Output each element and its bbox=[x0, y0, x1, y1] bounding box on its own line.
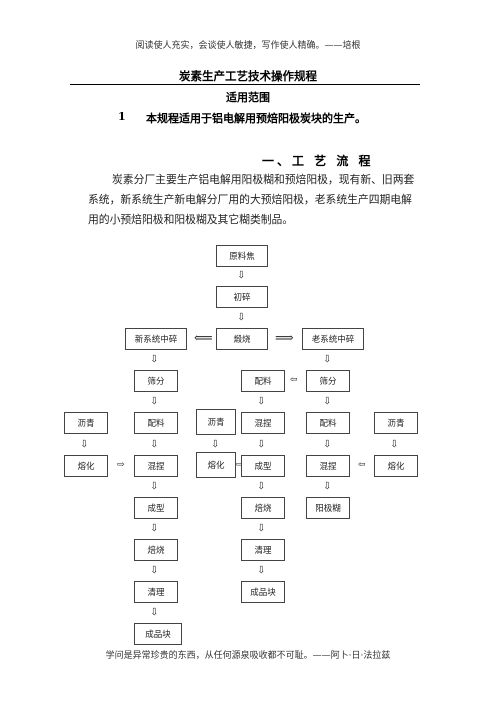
arrow-down-icon: ⇩ bbox=[390, 439, 399, 450]
arrow-down-icon: ⇩ bbox=[257, 481, 266, 492]
footer-quote: 学问是异常珍贵的东西，从任何源泉吸收都不可耻。——阿卜·日·法拉兹 bbox=[105, 651, 391, 661]
arrow-down-icon: ⇩ bbox=[257, 565, 266, 576]
arrow-down-icon: ⇩ bbox=[150, 565, 159, 576]
arrow-down-icon: ⇩ bbox=[150, 607, 159, 618]
arrow-down-icon: ⇩ bbox=[257, 396, 266, 407]
arrow-down-icon: ⇩ bbox=[257, 523, 266, 534]
section-heading: 一、工 艺 流 程 bbox=[262, 154, 374, 168]
flow-box-mid-product: 成品块 bbox=[241, 581, 285, 603]
arrow-down-icon: ⇩ bbox=[80, 439, 89, 450]
process-paragraph: 炭素分厂主要生产铝电解用阳极糊和预焙阳极，现有新、旧两套系统，新系统生产新电解分… bbox=[88, 173, 415, 226]
flow-box-calcine: 煅烧 bbox=[216, 328, 268, 350]
flow-box-right-sieve: 筛分 bbox=[306, 370, 350, 392]
arrow-down-icon: ⇩ bbox=[237, 312, 246, 323]
arrow-down-icon: ⇩ bbox=[323, 396, 332, 407]
scope-item-number: 1 bbox=[118, 110, 126, 123]
arrow-down-icon: ⇩ bbox=[150, 523, 159, 534]
arrow-right-icon: ⟹ bbox=[275, 331, 294, 346]
arrow-left-small-icon: ⇦ bbox=[358, 460, 366, 470]
flow-box-mid-batch: 配料 bbox=[241, 370, 285, 392]
scope-heading: 适用范围 bbox=[226, 91, 270, 104]
flow-box-left-batch: 配料 bbox=[134, 412, 178, 434]
flow-box-mid-form: 成型 bbox=[241, 455, 285, 477]
flow-box-anode-paste: 阳极糊 bbox=[306, 497, 350, 519]
flow-box-left-sieve: 筛分 bbox=[134, 370, 178, 392]
flow-box-melt-right: 熔化 bbox=[374, 455, 418, 477]
flow-box-mid-bake: 焙烧 bbox=[241, 497, 285, 519]
arrow-down-icon: ⇩ bbox=[211, 439, 220, 450]
flow-box-left-bake: 焙烧 bbox=[134, 539, 178, 561]
arrow-left-small-icon: ⇦ bbox=[290, 375, 298, 385]
flow-box-left-clean: 清理 bbox=[134, 581, 178, 603]
arrow-down-icon: ⇩ bbox=[323, 439, 332, 450]
arrow-left-icon: ⟸ bbox=[194, 331, 213, 346]
arrow-down-icon: ⇩ bbox=[150, 439, 159, 450]
flow-box-left-knead: 混捏 bbox=[134, 455, 178, 477]
arrow-down-icon: ⇩ bbox=[150, 354, 159, 365]
arrow-down-icon: ⇩ bbox=[150, 481, 159, 492]
arrow-right-small-icon: ⇨ bbox=[117, 460, 125, 470]
flow-box-left-product: 成品块 bbox=[134, 623, 182, 645]
arrow-down-icon: ⇩ bbox=[323, 354, 332, 365]
flow-box-crush: 初碎 bbox=[216, 286, 268, 308]
document-title: 炭素生产工艺技术操作规程 bbox=[179, 69, 317, 83]
flow-box-right-knead: 混捏 bbox=[306, 455, 350, 477]
scope-item-text: 本规程适用于铝电解用预焙阳极炭块的生产。 bbox=[146, 112, 366, 125]
arrow-down-icon: ⇩ bbox=[323, 481, 332, 492]
flow-box-right-batch: 配料 bbox=[306, 412, 350, 434]
arrow-down-icon: ⇩ bbox=[150, 396, 159, 407]
flow-box-pitch-left: 沥青 bbox=[64, 412, 108, 434]
flow-box-left-form: 成型 bbox=[134, 497, 178, 519]
flow-box-melt-left: 熔化 bbox=[64, 455, 108, 477]
flow-box-mid-knead: 混捏 bbox=[241, 412, 285, 434]
header-quote: 阅读使人充实，会谈使人敏捷，写作使人精确。——培根 bbox=[135, 41, 361, 51]
arrow-down-icon: ⇩ bbox=[257, 439, 266, 450]
flow-box-melt-mid: 熔化 bbox=[196, 452, 236, 478]
flow-box-mid-clean: 清理 bbox=[241, 539, 285, 561]
title-underline bbox=[70, 84, 420, 85]
flow-box-new-crush: 新系统中碎 bbox=[125, 328, 187, 350]
flow-box-pitch-mid: 沥青 bbox=[196, 409, 236, 435]
arrow-right-small-icon: ⇨ bbox=[236, 460, 244, 470]
flow-box-raw-coke: 原料焦 bbox=[216, 245, 268, 267]
flow-box-old-crush: 老系统中碎 bbox=[302, 328, 364, 350]
arrow-down-icon: ⇩ bbox=[237, 270, 246, 281]
flow-box-pitch-right: 沥青 bbox=[374, 412, 418, 434]
